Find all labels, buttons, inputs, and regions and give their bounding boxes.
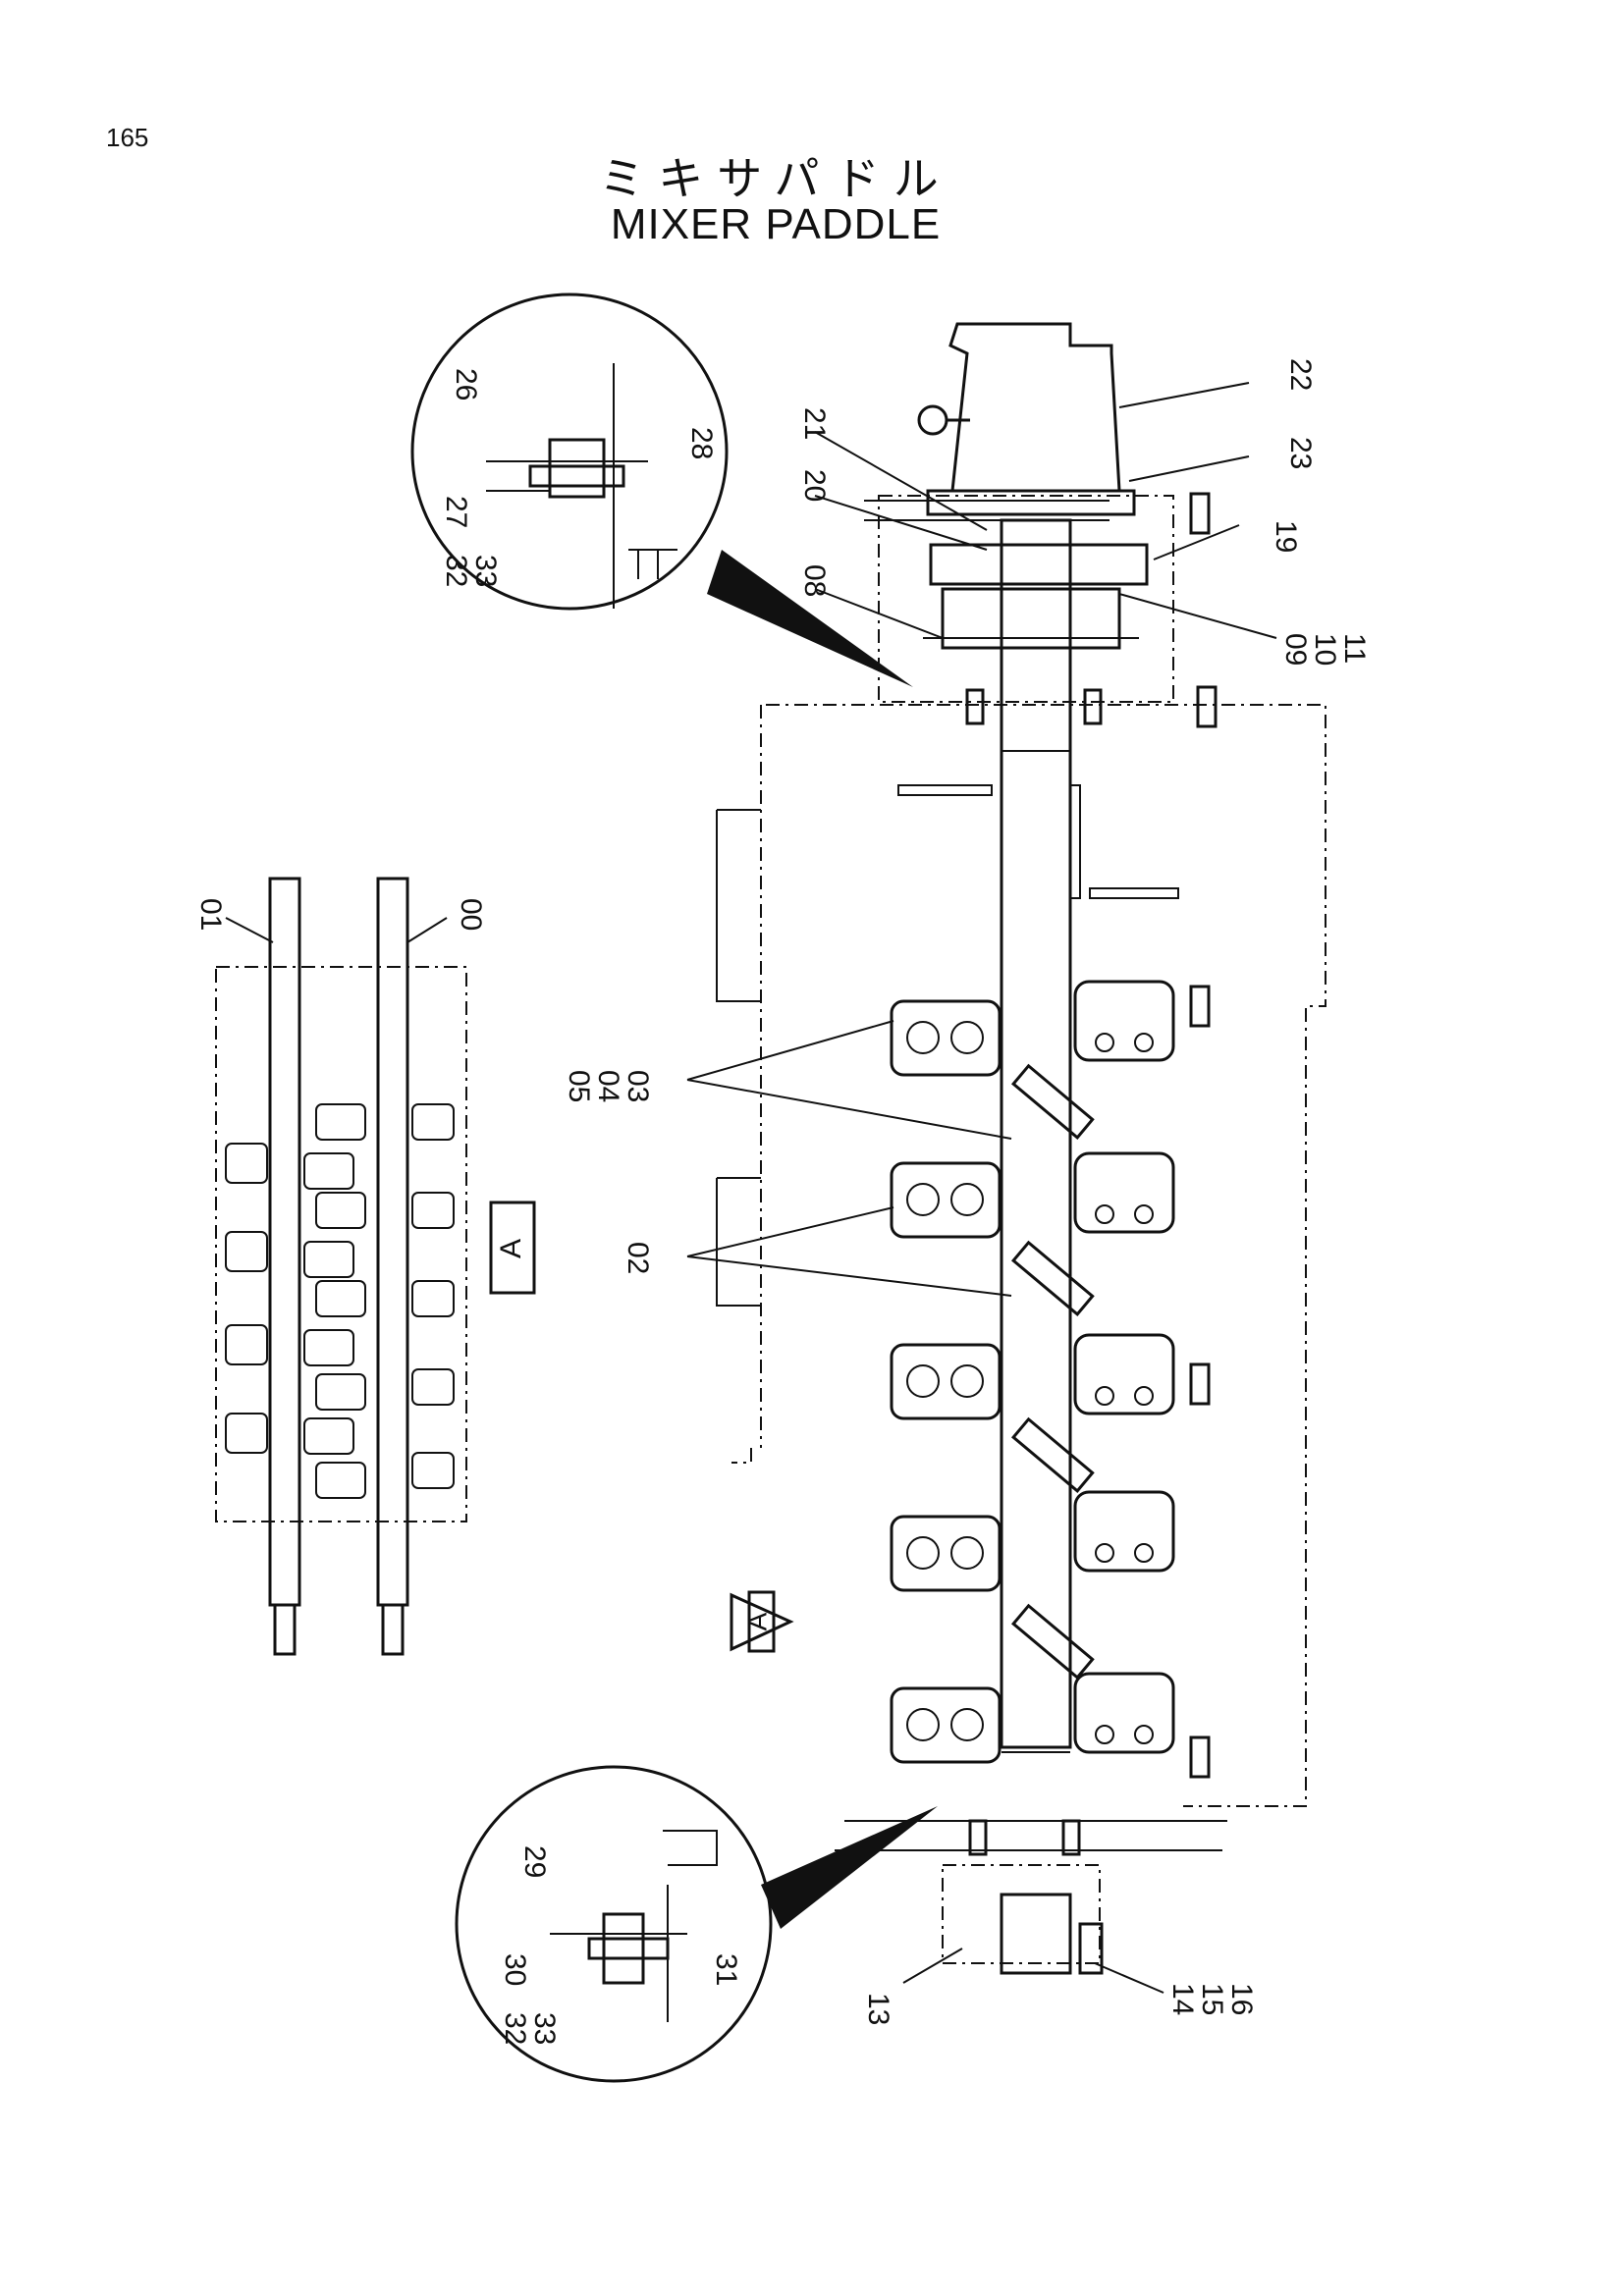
- trough-bracket-upper: [716, 809, 761, 1002]
- main-shaft: [1000, 518, 1072, 1749]
- part-label-15: 15: [1196, 1983, 1228, 2015]
- upper-seal-bolts: [965, 492, 1218, 728]
- detail-pointer-lower: [761, 1806, 938, 1929]
- part-label-03: 03: [622, 1070, 654, 1102]
- paddle-left-5: [890, 1686, 1001, 1764]
- part-labels: 22 23 19 09 10 11 21 20 08 05 04 03 02 1…: [194, 358, 1371, 2045]
- trough-bracket-lower: [716, 1177, 761, 1307]
- paddle-right-3: [1073, 1333, 1175, 1415]
- view-a-label-box: [489, 1201, 536, 1295]
- detail-view-lower: [455, 1765, 938, 2083]
- main-assembly: [716, 322, 1326, 1975]
- part-label-20: 20: [798, 469, 831, 502]
- diagonal-paddles: [1010, 1063, 1095, 1680]
- part-label-29: 29: [518, 1845, 551, 1878]
- part-label-02: 02: [622, 1242, 654, 1274]
- paddle-left-3: [890, 1343, 1001, 1420]
- part-label-31: 31: [710, 1953, 742, 1986]
- motor-flange: [926, 489, 1136, 516]
- view-a-paddles: [225, 1103, 455, 1499]
- view-a-assembly: A: [215, 877, 536, 1656]
- view-a-shaft-00: [376, 877, 409, 1607]
- title-english: MIXER PADDLE: [610, 200, 942, 248]
- title-japanese: ミキサパドル: [599, 152, 952, 205]
- paddle-left-4: [890, 1515, 1001, 1592]
- part-label-19: 19: [1270, 520, 1302, 553]
- detail-pointer-upper: [707, 550, 913, 687]
- part-label-16: 16: [1225, 1983, 1258, 2015]
- leader-lines: [225, 382, 1277, 1994]
- part-label-23: 23: [1284, 437, 1317, 469]
- part-label-13: 13: [862, 1993, 894, 2025]
- coupling: [929, 543, 1149, 586]
- part-label-04: 04: [592, 1070, 624, 1102]
- paddle-right-4: [1073, 1490, 1175, 1573]
- part-label-05: 05: [563, 1070, 595, 1102]
- paddle-right-1: [1073, 980, 1175, 1062]
- part-label-22: 22: [1284, 358, 1317, 391]
- part-label-30: 30: [499, 1953, 531, 1986]
- part-label-33-lower: 33: [528, 2012, 561, 2045]
- part-label-32-lower: 32: [499, 2012, 531, 2045]
- view-arrow-a: A: [730, 1590, 794, 1653]
- mixer-trough-outline: [766, 704, 1326, 1807]
- detail-view-upper: [410, 293, 913, 687]
- part-label-21: 21: [798, 407, 831, 440]
- part-label-10: 10: [1309, 633, 1341, 666]
- page-number: 165: [106, 123, 149, 152]
- part-label-01: 01: [194, 898, 227, 931]
- lower-bearing-housing: [942, 1864, 1101, 1964]
- part-label-11: 11: [1338, 633, 1371, 664]
- paddle-right-5: [1073, 1672, 1175, 1754]
- bearing: [941, 587, 1121, 650]
- part-label-28: 28: [685, 427, 718, 459]
- part-label-00: 00: [455, 898, 487, 931]
- part-label-32-upper: 32: [440, 555, 472, 587]
- part-label-08: 08: [798, 564, 831, 597]
- paddle-left-1: [890, 999, 1001, 1077]
- shaft-end: [1000, 1893, 1072, 1975]
- view-arrow-a-label: A: [741, 1612, 772, 1630]
- paddle-left-2: [890, 1161, 1001, 1239]
- paddle-right-2: [1073, 1151, 1175, 1234]
- view-a-trough: [215, 966, 467, 1522]
- bearing-housing: [878, 495, 1174, 703]
- view-a-shaft-01: [268, 877, 301, 1607]
- part-label-27: 27: [440, 496, 472, 528]
- part-label-09: 09: [1279, 633, 1312, 666]
- motor-housing: [948, 322, 1121, 493]
- motor-eyebolt: [917, 404, 948, 436]
- part-label-33-upper: 33: [469, 555, 502, 587]
- part-label-14: 14: [1166, 1983, 1199, 2015]
- part-label-26: 26: [450, 368, 482, 400]
- view-a-label: A: [495, 1239, 527, 1258]
